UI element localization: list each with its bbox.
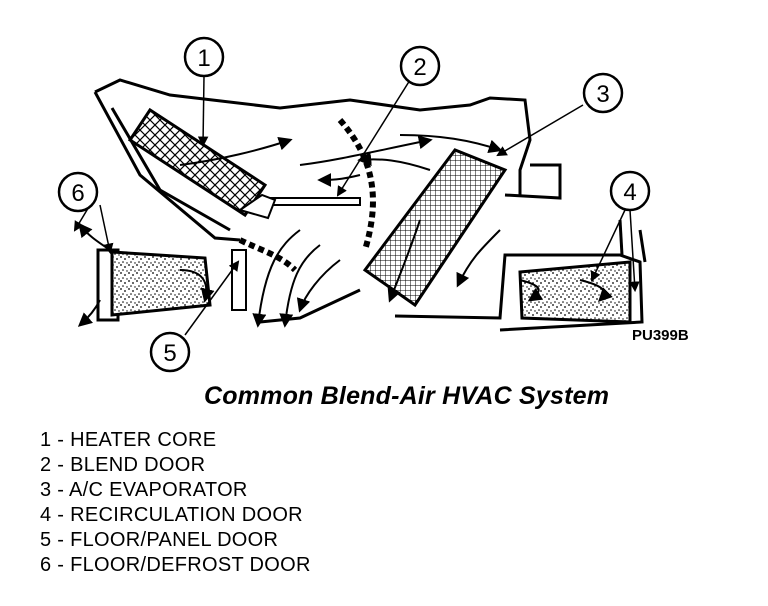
svg-text:5: 5 <box>163 340 176 367</box>
legend-item: 5 - FLOOR/PANEL DOOR <box>40 529 279 551</box>
legend-item: 1 - HEATER CORE <box>40 429 217 451</box>
hvac-diagram: 1 2 3 4 5 6 PU399B <box>57 36 689 373</box>
floor-defrost-door <box>96 248 212 322</box>
svg-text:4: 4 <box>623 179 636 206</box>
airflow-arrows <box>77 134 613 328</box>
airflow-dashed-arrows <box>238 118 376 273</box>
callout-2: 2 <box>399 45 441 87</box>
blend-door <box>237 193 361 220</box>
svg-text:1: 1 <box>197 45 210 72</box>
floor-panel-door <box>231 249 247 311</box>
figure-caption: Common Blend-Air HVAC System <box>204 382 610 410</box>
callout-6: 6 <box>57 171 99 213</box>
callout-4: 4 <box>609 170 651 212</box>
legend-list: 1 - HEATER CORE 2 - BLEND DOOR 3 - A/C E… <box>40 428 311 578</box>
hvac-housing <box>93 78 647 332</box>
figure-code: PU399B <box>632 327 689 344</box>
callout-3: 3 <box>582 72 624 114</box>
ac-evaporator <box>362 148 508 308</box>
legend-item: 3 - A/C EVAPORATOR <box>40 479 248 501</box>
svg-text:2: 2 <box>413 54 426 81</box>
callouts: 1 2 3 4 5 6 <box>57 36 651 373</box>
legend-item: 4 - RECIRCULATION DOOR <box>40 504 303 526</box>
legend-item: 6 - FLOOR/DEFROST DOOR <box>40 554 311 576</box>
leader-lines <box>73 75 640 336</box>
callout-5: 5 <box>149 331 191 373</box>
legend-item: 2 - BLEND DOOR <box>40 454 206 476</box>
svg-text:3: 3 <box>596 81 609 108</box>
svg-text:6: 6 <box>71 180 84 207</box>
recirculation-door <box>518 260 632 324</box>
callout-1: 1 <box>183 36 225 78</box>
